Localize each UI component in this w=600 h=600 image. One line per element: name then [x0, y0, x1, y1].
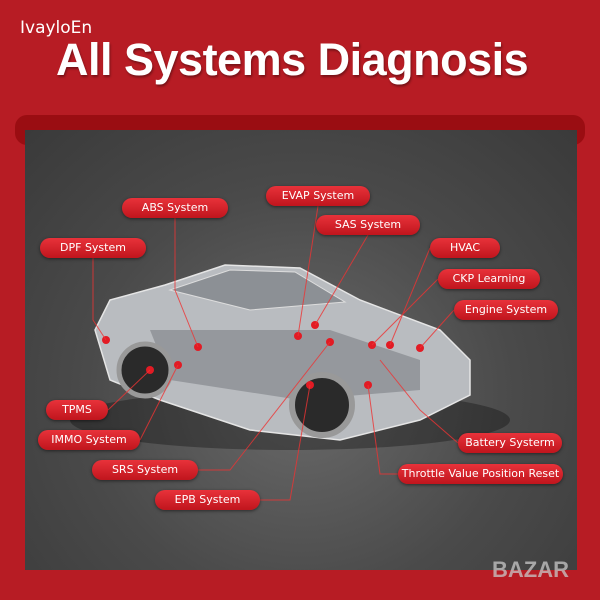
watermark-username: IvayloEn [20, 18, 93, 38]
label-throttle-reset: Throttle Value Position Reset [398, 464, 563, 484]
label-hvac: HVAC [430, 238, 500, 258]
label-srs-system: SRS System [92, 460, 198, 480]
label-sas-system: SAS System [316, 215, 420, 235]
page-title: All Systems Diagnosis [56, 34, 529, 85]
label-ckp-learning: CKP Learning [438, 269, 540, 289]
label-abs-system: ABS System [122, 198, 228, 218]
label-tpms: TPMS [46, 400, 108, 420]
label-battery-system: Battery Systerm [458, 433, 562, 453]
label-evap-system: EVAP System [266, 186, 370, 206]
label-dpf-system: DPF System [40, 238, 146, 258]
watermark-site-logo: BAZAR [492, 557, 569, 582]
label-epb-system: EPB System [155, 490, 260, 510]
label-engine-system: Engine System [454, 300, 558, 320]
label-immo-system: IMMO System [38, 430, 140, 450]
